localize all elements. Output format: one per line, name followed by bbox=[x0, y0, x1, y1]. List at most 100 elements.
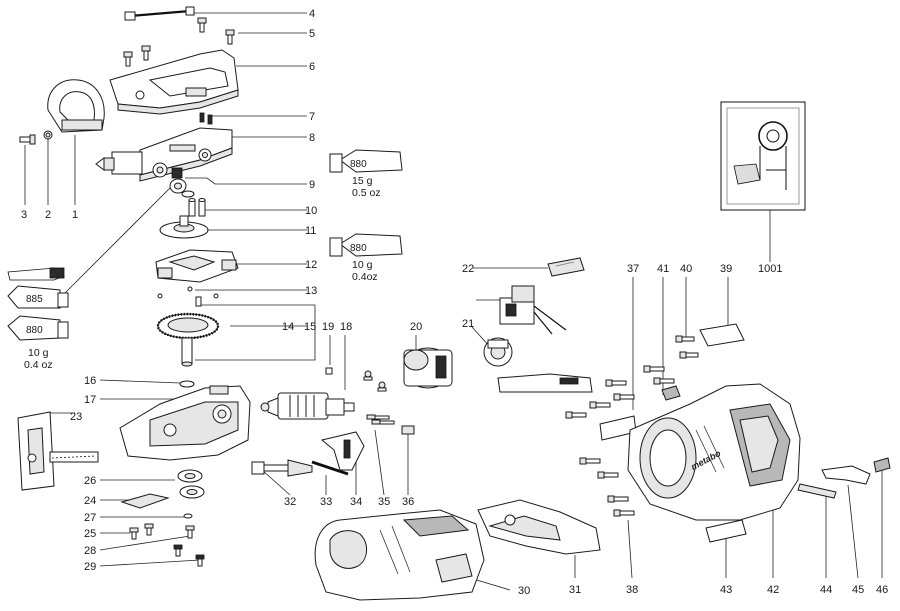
part-17-gearbox-housing bbox=[119, 385, 251, 461]
label-38: 38 bbox=[626, 584, 638, 596]
tube-880-10g: 880 bbox=[329, 233, 403, 257]
label-32: 32 bbox=[284, 496, 296, 508]
part-44-strip bbox=[797, 483, 837, 499]
tube-d-qty-oz: 0.4 oz bbox=[24, 359, 53, 371]
label-39: 39 bbox=[720, 263, 732, 275]
label-41: 41 bbox=[657, 263, 669, 275]
tube-a-code: 880 bbox=[350, 159, 367, 170]
part-1001-wiring-diagram bbox=[720, 101, 806, 211]
label-3: 3 bbox=[21, 209, 27, 221]
part-4-wire-clip bbox=[124, 6, 195, 21]
label-11: 11 bbox=[305, 225, 316, 237]
label-42: 42 bbox=[767, 584, 779, 596]
tube-a-qty: 15 g bbox=[352, 175, 373, 187]
label-27: 27 bbox=[84, 512, 96, 524]
label-15: 15 bbox=[304, 321, 316, 333]
label-7: 7 bbox=[309, 111, 315, 123]
part-14-gear bbox=[156, 312, 220, 367]
label-5: 5 bbox=[309, 28, 315, 40]
tube-b-code: 880 bbox=[350, 243, 367, 254]
label-9: 9 bbox=[309, 179, 315, 191]
label-26: 26 bbox=[84, 475, 96, 487]
label-10: 10 bbox=[305, 205, 317, 217]
label-35: 35 bbox=[378, 496, 390, 508]
label-21: 21 bbox=[462, 318, 474, 330]
part-13-washers bbox=[157, 286, 219, 299]
part-24-plate bbox=[120, 493, 170, 509]
label-46: 46 bbox=[876, 584, 888, 596]
tube-885: 885 bbox=[7, 267, 69, 309]
label-34: 34 bbox=[350, 496, 362, 508]
label-25: 25 bbox=[84, 528, 96, 540]
part-41-pad bbox=[661, 385, 681, 401]
part-18-screws bbox=[363, 370, 387, 392]
part-35-screws bbox=[366, 414, 395, 425]
tube-c-code: 885 bbox=[26, 294, 43, 305]
label-16: 16 bbox=[84, 375, 96, 387]
part-7-springs bbox=[199, 112, 213, 125]
part-15-pin bbox=[195, 296, 202, 307]
label-19: 19 bbox=[322, 321, 334, 333]
parts: 880 880 885 880 bbox=[7, 6, 891, 601]
part-39-label bbox=[699, 323, 745, 347]
part-42-motor-housing: metabo bbox=[627, 383, 801, 521]
part-19-bushing bbox=[325, 367, 333, 375]
part-43-label bbox=[705, 519, 747, 543]
part-5-screws bbox=[123, 17, 235, 67]
tube-880-left: 880 bbox=[7, 315, 69, 341]
part-26-bearings bbox=[177, 469, 205, 499]
tube-d-qty: 10 g bbox=[28, 347, 49, 359]
label-23: 23 bbox=[70, 411, 82, 423]
part-34-lever bbox=[320, 431, 365, 471]
label-31: 31 bbox=[569, 584, 581, 596]
label-8: 8 bbox=[309, 132, 315, 144]
part-8-spindle-housing bbox=[95, 127, 233, 182]
part-2-3-fasteners bbox=[19, 130, 53, 145]
part-number-labels: 4 5 6 7 8 9 10 11 12 13 14 15 16 17 18 1… bbox=[21, 8, 888, 597]
label-1001: 1001 bbox=[758, 263, 782, 275]
part-20-stator bbox=[403, 347, 453, 389]
part-16-ring bbox=[179, 380, 195, 388]
part-21-switch bbox=[483, 285, 593, 393]
part-27-washer bbox=[183, 513, 193, 519]
part-12-guide-carrier bbox=[155, 249, 239, 283]
tube-b-qty: 10 g bbox=[352, 259, 373, 271]
label-24: 24 bbox=[84, 495, 96, 507]
label-12: 12 bbox=[305, 259, 317, 271]
label-14: 14 bbox=[282, 321, 294, 333]
part-6-upper-cover bbox=[109, 49, 239, 115]
label-22: 22 bbox=[462, 263, 474, 275]
part-1-handle-guard bbox=[47, 79, 105, 133]
label-1: 1 bbox=[72, 209, 78, 221]
label-20: 20 bbox=[410, 321, 422, 333]
label-45: 45 bbox=[852, 584, 864, 596]
tube-b-qty-oz: 0.4oz bbox=[352, 271, 378, 283]
label-43: 43 bbox=[720, 584, 732, 596]
label-40: 40 bbox=[680, 263, 692, 275]
part-22-pad bbox=[547, 257, 585, 277]
part-30-housing-shell bbox=[314, 509, 485, 601]
part-45-clip bbox=[821, 465, 871, 485]
part-18-armature bbox=[260, 392, 355, 420]
part-36-nut bbox=[401, 425, 415, 435]
part-9-bearing bbox=[169, 167, 195, 198]
part-screws-right bbox=[565, 335, 699, 517]
label-17: 17 bbox=[84, 394, 96, 406]
label-18: 18 bbox=[340, 321, 352, 333]
label-36: 36 bbox=[402, 496, 414, 508]
part-10-pins bbox=[188, 198, 206, 217]
part-31-side-panel bbox=[477, 499, 601, 555]
label-33: 33 bbox=[320, 496, 332, 508]
part-46-latch bbox=[873, 457, 891, 473]
label-37: 37 bbox=[627, 263, 639, 275]
part-33-rod bbox=[311, 460, 349, 476]
part-29-screws bbox=[173, 544, 205, 567]
label-13: 13 bbox=[305, 285, 317, 297]
label-4: 4 bbox=[309, 8, 315, 20]
part-23-blade-clamp bbox=[17, 411, 99, 491]
label-30: 30 bbox=[518, 585, 530, 597]
part-28-screw bbox=[185, 525, 195, 539]
part-32-lock-knob bbox=[251, 459, 313, 477]
label-28: 28 bbox=[84, 545, 96, 557]
